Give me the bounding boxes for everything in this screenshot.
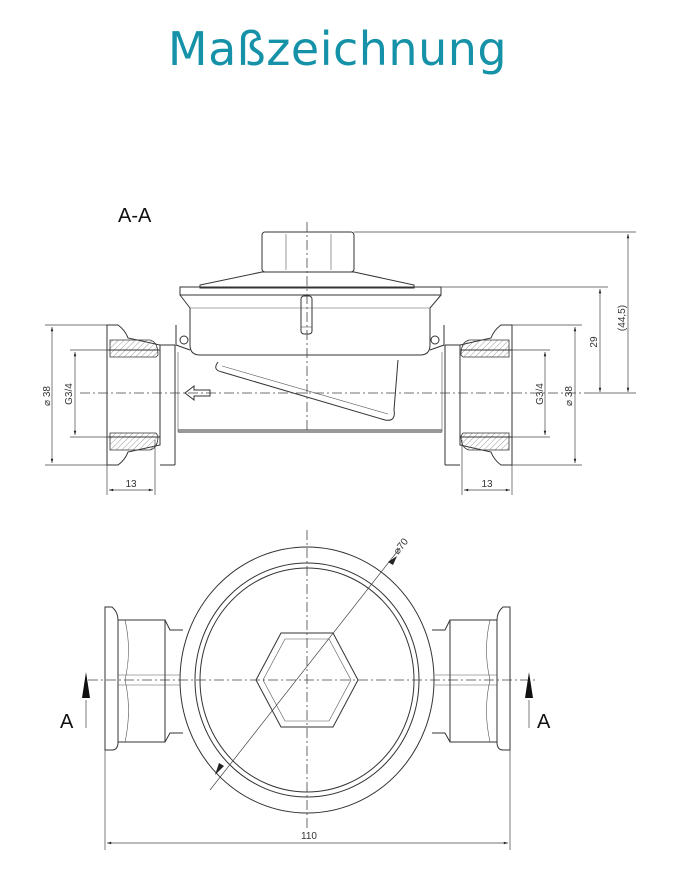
dim-diameter: ⌀70 [392,536,411,557]
dim-left-thread: G3/4 [64,383,75,405]
section-arrow-left-icon [82,672,90,698]
right-fitting [445,324,513,466]
left-fitting [106,324,175,466]
pipe-body [174,345,446,465]
section-label: A-A [118,205,152,227]
dim-total-height: (44,5) [617,305,628,331]
page-title: Maßzeichnung [167,22,508,76]
dim-left-outer-diameter: ⌀ 38 [42,386,53,406]
dim-left-thread-length: 13 [125,479,137,490]
top-view: ⌀70 A A 110 [60,530,551,850]
dim-flange-height: 29 [589,336,600,348]
right-fitting-top [432,606,511,751]
section-arrow-right-icon [525,672,533,698]
flow-direction-arrow-icon [184,384,211,402]
section-view: A-A [42,205,636,495]
dim-right-thread: G3/4 [535,383,546,405]
dim-right-outer-diameter: ⌀ 38 [564,386,575,406]
dim-right-thread-length: 13 [481,479,493,490]
dim-overall-length: 110 [301,831,317,842]
left-fitting-top [104,606,183,751]
section-mark-left: A [60,711,74,733]
dimension-lines [45,231,636,495]
section-mark-right: A [537,711,551,733]
cap [199,231,415,289]
housing [175,286,445,421]
